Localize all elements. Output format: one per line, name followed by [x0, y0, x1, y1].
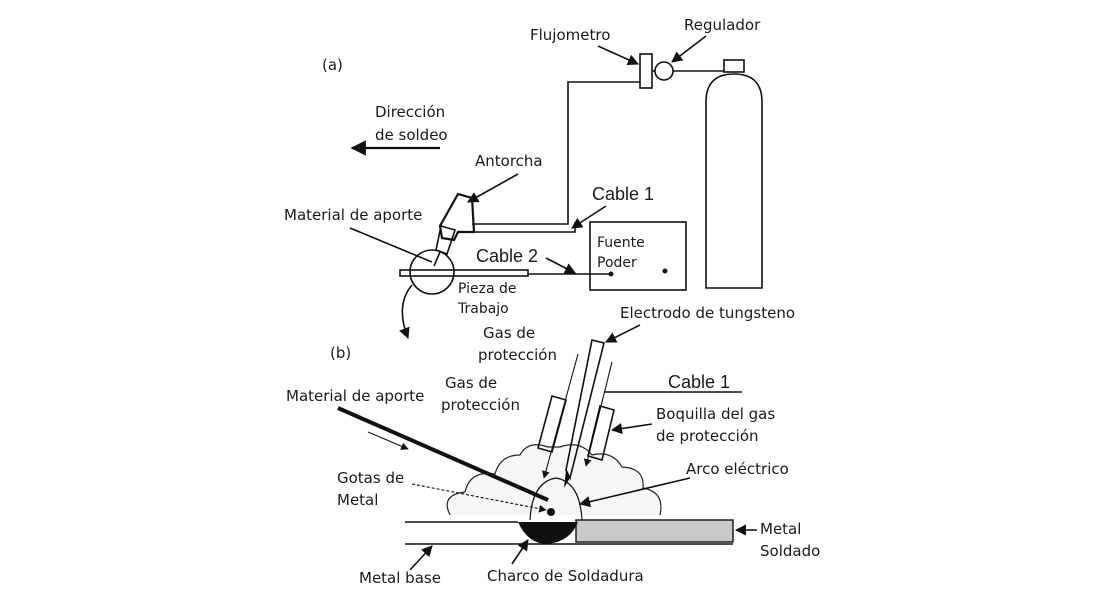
shield-gas-top-label-2: protección: [478, 346, 557, 364]
nozzle-label-1: Boquilla del gas: [656, 405, 775, 423]
filler-rod: [337, 406, 549, 502]
panel-b: (b) Electrodo de tungsteno: [286, 304, 820, 587]
shield-gas-left-label-1: Gas de: [445, 374, 497, 392]
detail-circle: [409, 249, 455, 295]
detail-arrow: [399, 284, 413, 340]
direction-label-1: Dirección: [375, 103, 445, 121]
gas-hose-line: [472, 81, 640, 225]
welded-label-1: Metal: [760, 520, 801, 538]
filler-label: Material de aporte: [284, 206, 422, 224]
welded-metal: [575, 519, 734, 543]
regulator-symbol: [654, 61, 674, 81]
panel-b-tag: (b): [330, 344, 351, 362]
regulator-label: Regulador: [684, 16, 761, 34]
filler-label-b: Material de aporte: [286, 387, 424, 405]
torch-label: Antorcha: [475, 152, 543, 170]
arc-dome: [529, 477, 583, 521]
torch: [433, 192, 476, 267]
panel-a: (a) Fuente Poder: [284, 16, 763, 340]
weld-pool: [518, 522, 578, 544]
flowmeter-label: Flujometro: [530, 26, 610, 44]
panel-a-tag: (a): [322, 56, 343, 74]
power-source-label-1: Fuente: [597, 235, 645, 251]
direction-label-2: de soldeo: [375, 126, 448, 144]
flowmeter-symbol: [639, 53, 653, 89]
drops-label-2: Metal: [337, 491, 378, 509]
gas-cylinder: [705, 59, 763, 289]
shield-gas-left-label-2: protección: [441, 396, 520, 414]
workpiece-label-2: Trabajo: [457, 301, 509, 317]
base-metal-label: Metal base: [359, 569, 441, 587]
cylinder-body: [705, 73, 763, 289]
cable-2-label: Cable 2: [476, 246, 538, 266]
cylinder-valve: [723, 59, 745, 73]
power-source-label-2: Poder: [597, 255, 637, 271]
drops-label-1: Gotas de: [337, 469, 404, 487]
shield-gas-cloud: [446, 444, 662, 516]
arc-label: Arco eléctrico: [686, 460, 789, 478]
workpiece-plate: [399, 269, 529, 277]
workpiece-label-1: Pieza de: [458, 281, 517, 297]
weld-pool-label: Charco de Soldadura: [487, 567, 644, 585]
electrode-label: Electrodo de tungsteno: [620, 304, 795, 322]
cable-1-label-b: Cable 1: [668, 372, 730, 392]
shield-gas-top-label-1: Gas de: [483, 324, 535, 342]
nozzle-label-2: de protección: [656, 427, 759, 445]
welded-label-2: Soldado: [760, 542, 820, 560]
power-source-box: [589, 221, 687, 291]
metal-drop: [547, 508, 555, 516]
gas-nozzle: [537, 395, 615, 461]
cable-1-label: Cable 1: [592, 184, 654, 204]
